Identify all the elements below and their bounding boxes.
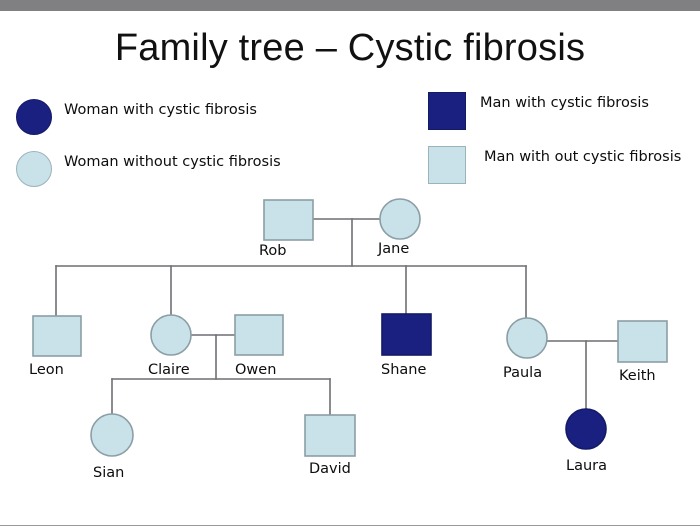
legend-item-man-unaffected: Man with out cystic fibrosis	[428, 146, 690, 184]
pedigree-node-claire[interactable]: Claire	[148, 314, 192, 378]
node-shape-square-rob[interactable]	[263, 199, 314, 241]
node-label-laura: Laura	[566, 458, 607, 474]
legend-swatch-square-filled-icon	[428, 92, 466, 130]
node-label-claire: Claire	[148, 362, 190, 378]
page-title: Family tree – Cystic fibrosis	[114, 27, 586, 69]
legend-label-woman-unaffected: Woman without cystic fibrosis	[64, 154, 281, 170]
pedigree-node-shane[interactable]: Shane	[381, 313, 432, 378]
legend-swatch-circle-filled-icon	[16, 99, 52, 135]
pedigree-node-sian[interactable]: Sian	[90, 413, 134, 481]
bottom-divider	[0, 525, 700, 526]
top-chrome-bar	[0, 0, 700, 11]
node-label-shane: Shane	[381, 362, 426, 378]
node-label-david: David	[309, 461, 351, 477]
pedigree-node-keith[interactable]: Keith	[617, 320, 668, 384]
legend-swatch-square-clear-icon	[428, 146, 466, 184]
node-shape-square-david[interactable]	[304, 414, 356, 457]
node-shape-square-keith[interactable]	[617, 320, 668, 363]
node-shape-circle-sian[interactable]	[90, 413, 134, 457]
legend-swatch-circle-clear-icon	[16, 151, 52, 187]
legend-item-woman-affected: Woman with cystic fibrosis	[16, 99, 346, 135]
node-shape-circle-laura[interactable]	[565, 408, 607, 450]
node-label-keith: Keith	[619, 368, 656, 384]
pedigree-node-paula[interactable]: Paula	[503, 317, 548, 381]
node-label-rob: Rob	[259, 243, 287, 259]
legend-label-woman-affected: Woman with cystic fibrosis	[64, 102, 257, 118]
pedigree-node-rob[interactable]: Rob	[259, 199, 314, 259]
legend-item-man-affected: Man with cystic fibrosis	[428, 92, 690, 130]
legend-label-man-affected: Man with cystic fibrosis	[480, 95, 649, 111]
node-shape-square-leon[interactable]	[32, 315, 82, 357]
legend-item-woman-unaffected: Woman without cystic fibrosis	[16, 151, 306, 187]
node-shape-circle-claire[interactable]	[150, 314, 192, 356]
legend-label-man-unaffected: Man with out cystic fibrosis	[484, 149, 682, 165]
pedigree-edges	[55, 218, 619, 416]
pedigree-node-leon[interactable]: Leon	[29, 315, 82, 378]
pedigree-node-owen[interactable]: Owen	[234, 314, 284, 378]
node-label-paula: Paula	[503, 365, 542, 381]
pedigree-node-jane[interactable]: Jane	[377, 198, 421, 257]
node-label-sian: Sian	[93, 465, 124, 481]
node-label-leon: Leon	[29, 362, 64, 378]
node-shape-square-shane[interactable]	[381, 313, 432, 356]
node-shape-square-owen[interactable]	[234, 314, 284, 356]
node-shape-circle-jane[interactable]	[379, 198, 421, 240]
node-shape-circle-paula[interactable]	[506, 317, 548, 359]
pedigree-node-david[interactable]: David	[304, 414, 356, 477]
node-label-jane: Jane	[377, 241, 409, 257]
pedigree-node-laura[interactable]: Laura	[565, 408, 607, 474]
node-label-owen: Owen	[235, 362, 276, 378]
